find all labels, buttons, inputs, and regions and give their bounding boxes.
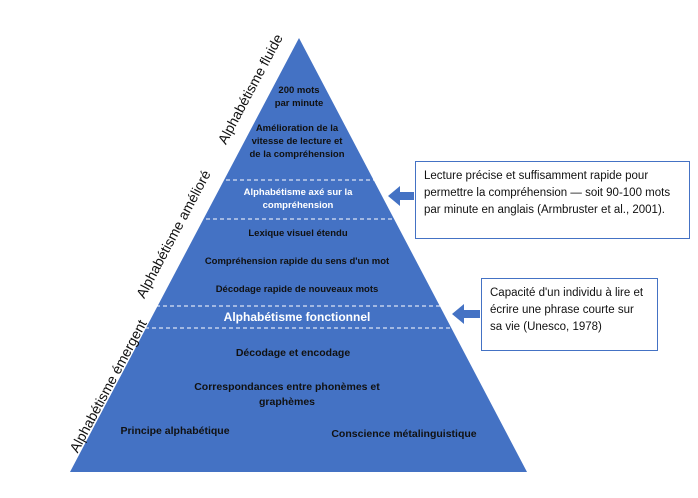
top-wpm-line1: 200 mots [278,85,320,96]
bottom-decode-encode-label: Décodage et encodage [235,347,351,359]
bottom-correspondences-label: Correspondances entre phonèmes et graphè… [194,380,380,410]
top-wpm-line2: par minute [274,98,324,109]
bottom-principle-label: Principe alphabétique [120,425,230,437]
middle-focus-line1: Alphabétisme axé sur la [243,187,353,198]
callout-arrow-bottom [452,304,480,324]
callout-fluency-definition: Lecture précise et suffisamment rapide p… [415,161,690,239]
callout-arrow-top [388,186,414,206]
top-speed-line2: vitesse de lecture et [251,136,343,147]
middle-focus-label: Alphabétisme axé sur la compréhension [244,186,353,212]
middle-vocab-label: Lexique visuel étendu [248,228,348,239]
top-speed-line3: de la compréhension [249,149,345,160]
bottom-corresp-line2: graphèmes [258,396,316,408]
top-speed-line1: Amélioration de la [255,123,339,134]
middle-meaning-label: Compréhension rapide du sens d'un mot [204,256,390,267]
middle-focus-line2: compréhension [262,200,334,211]
bottom-corresp-line1: Correspondances entre phonèmes et [194,381,380,393]
pyramid-shape [70,38,527,472]
bottom-metalinguistic-label: Conscience métalinguistique [331,428,477,440]
middle-decoding-label: Décodage rapide de nouveaux mots [215,284,379,295]
functional-literacy-label: Alphabétisme fonctionnel [223,310,371,324]
top-speed-label: Amélioration de la vitesse de lecture et… [249,122,344,161]
callout-functional-definition: Capacité d'un individu à lire et écrire … [481,278,658,351]
top-wpm-label: 200 mots par minute [275,84,324,110]
